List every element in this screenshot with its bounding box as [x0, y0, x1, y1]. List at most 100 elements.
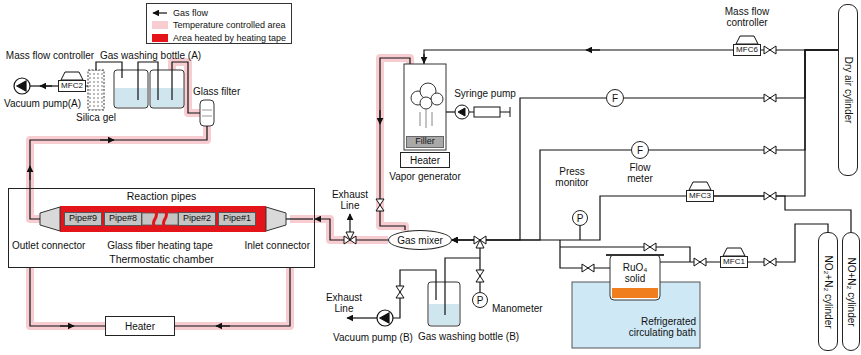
- mass-flow-controller: MFC6: [733, 44, 761, 56]
- legend-box: Gas flowTemperature controlled areaArea …: [146, 3, 292, 44]
- silica-gel-column: [88, 70, 104, 110]
- gas-mixer: Gas mixer: [388, 230, 452, 250]
- node-text: Pipe#2: [183, 214, 211, 224]
- temperature-controlled-line: [30, 126, 207, 219]
- part-label: Inlet connector: [230, 240, 310, 251]
- part-label-text: Glass fiber heating tape: [107, 240, 213, 251]
- gas-washing-bottle: [150, 70, 184, 108]
- legend-text: Gas flow: [173, 8, 208, 18]
- node-text: F: [612, 93, 618, 104]
- mfc-cap: [736, 36, 758, 44]
- node-text: Pipe#9: [69, 214, 97, 224]
- valve-symbol: [376, 199, 384, 211]
- valve-symbol: [764, 46, 776, 54]
- valve-symbol: [764, 192, 776, 200]
- gas-flow-arrow: [29, 166, 30, 180]
- reaction-pipe: Pipe#2: [178, 212, 216, 226]
- node-text: P: [577, 213, 584, 224]
- gas-line: [452, 150, 631, 240]
- vacuum-pump-symbol: [377, 310, 393, 326]
- node-text: Dry air cylinder: [843, 57, 854, 124]
- gas-line: [714, 50, 838, 196]
- inlet-connector: [266, 207, 286, 231]
- part-label-text: Flow meter: [627, 162, 653, 184]
- node-text: NO₂+N₂ cylinder: [823, 255, 834, 328]
- glass-filter: [200, 100, 214, 126]
- vapor-generator-vessel: [420, 109, 432, 128]
- three-way-valve: [346, 232, 354, 240]
- gas-line: [624, 50, 838, 98]
- part-label-text: Outlet connector: [12, 240, 85, 251]
- mass-flow-controller: MFC1: [720, 256, 748, 268]
- valve-symbol: [764, 258, 776, 266]
- legend-item: Gas flow: [152, 7, 208, 18]
- ruo4-vessel: [606, 254, 664, 256]
- gas-flow-arrow: [216, 325, 230, 326]
- gas-line: [649, 50, 838, 150]
- node-text: MFC1: [723, 258, 745, 267]
- part-label-text: Vacuum pump (B): [333, 332, 413, 343]
- vacuum-pump-symbol: [17, 81, 26, 91]
- syringe-pump: [474, 107, 500, 117]
- temperature-controlled-line: [290, 219, 388, 240]
- gas-flow-arrow: [60, 325, 74, 326]
- ruo4-vessel: [612, 288, 658, 298]
- gas-line: [560, 247, 690, 262]
- gas-cylinder: NO+N₂ cylinder: [842, 232, 860, 351]
- gas-line: [138, 62, 158, 100]
- node-text: MFC2: [61, 82, 83, 91]
- gas-line: [452, 98, 606, 240]
- ruo4-vessel: [610, 255, 660, 300]
- valve-symbol: [476, 270, 484, 282]
- node-text: MFC3: [689, 192, 711, 201]
- part-label-text: Vapor generator: [389, 171, 461, 182]
- part-label: Mass flow controller: [717, 6, 777, 28]
- gas-line: [393, 270, 436, 318]
- part-label-text: Press monitor: [555, 166, 588, 188]
- legend-item: Temperature controlled area: [152, 20, 286, 31]
- gas-line: [96, 62, 122, 78]
- glass-filter: [200, 100, 214, 126]
- reaction-pipe: Pipe#8: [104, 212, 142, 226]
- gas-line: [86, 85, 88, 86]
- node-text: F: [637, 145, 643, 156]
- gas-line: [286, 218, 313, 219]
- gas-line: [30, 126, 207, 219]
- heater-box: Heater: [105, 316, 175, 336]
- gas-washing-bottle: [114, 70, 148, 108]
- part-label: Vapor generator: [380, 171, 470, 182]
- ruo4-vessel: [606, 255, 664, 300]
- part-label: Press monitor: [548, 166, 596, 188]
- legend-arrow: [153, 12, 167, 13]
- part-label: Flow meter: [618, 162, 662, 184]
- part-label: Refrigerated circulating bath: [598, 316, 696, 338]
- node-text: NO+N₂ cylinder: [846, 257, 857, 326]
- part-label-text: Exhaust Line: [332, 189, 368, 211]
- part-label: Gas washing bottle (B): [418, 331, 519, 342]
- node-text: Gas mixer: [397, 235, 443, 246]
- part-label-text: Gas washing bottle (B): [418, 331, 519, 342]
- part-label: Outlet connector: [12, 240, 85, 251]
- part-label: Glass fiber heating tape: [100, 240, 220, 251]
- syringe-pump: [458, 108, 465, 116]
- temperature-controlled-line: [30, 58, 410, 326]
- gauge-circle: P: [572, 210, 588, 226]
- pipe-break: [154, 210, 167, 228]
- part-label: RuO₄ solid: [615, 262, 655, 284]
- legend-swatch: [152, 21, 168, 29]
- vapor-generator-vessel: [404, 64, 446, 150]
- node-text: Heater: [125, 321, 155, 332]
- node-text: Pipe#1: [223, 214, 251, 224]
- vapor-generator-vessel: [431, 93, 443, 105]
- part-label-text: Exhaust Line: [326, 292, 362, 314]
- node-text: P: [477, 295, 484, 306]
- valve-symbol: [764, 146, 776, 154]
- pipe-break: [142, 210, 178, 228]
- part-label: Syringe pump: [450, 88, 520, 99]
- reaction-pipe: Pipe#9: [64, 212, 102, 226]
- node-text: Reaction pipes: [127, 191, 196, 203]
- node-text: Pipe#8: [109, 214, 137, 224]
- gas-flow-arrow: [379, 110, 380, 124]
- gauge-circle: P: [472, 292, 488, 308]
- part-label: Vacuum pump (B): [332, 332, 414, 343]
